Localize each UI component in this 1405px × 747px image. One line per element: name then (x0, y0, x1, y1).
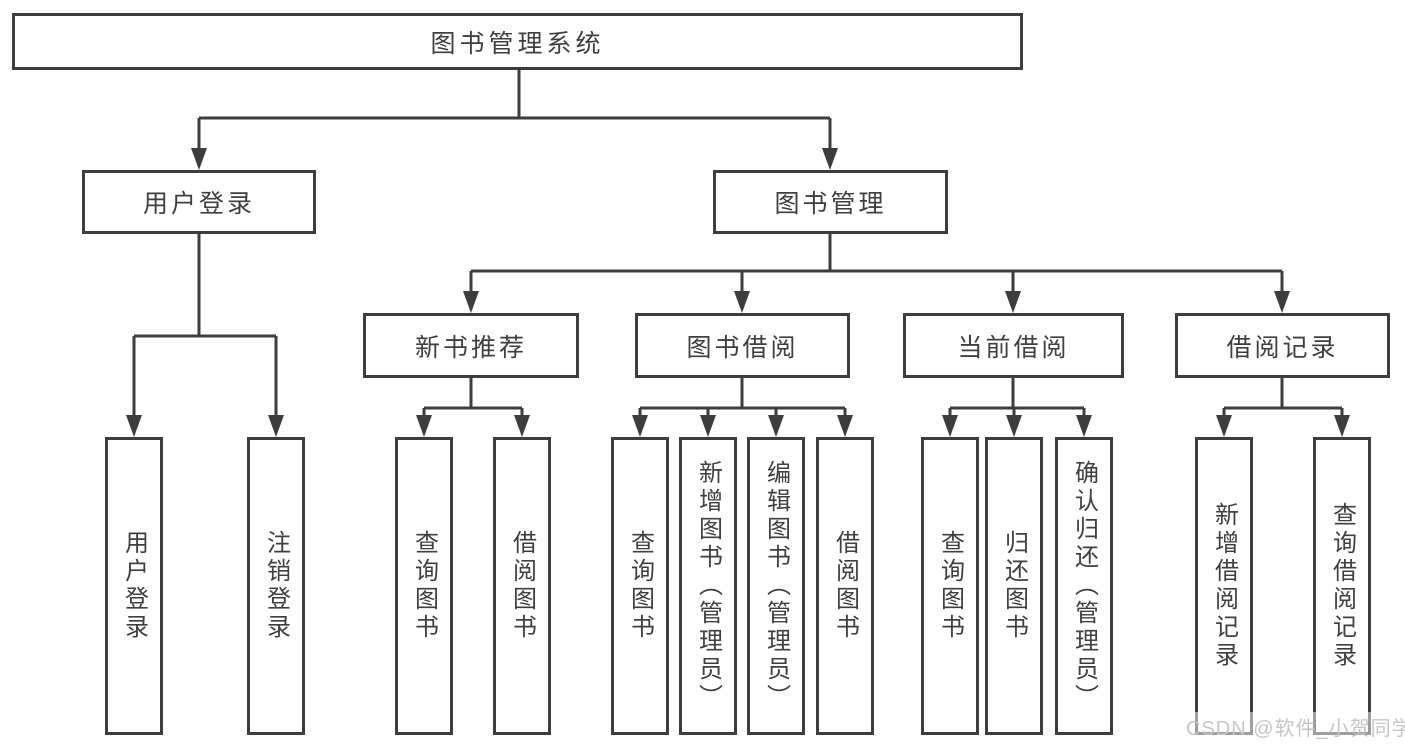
connector-book-management-branch (463, 234, 1290, 313)
csdn-watermark: CSDN @软件_小贺同学 (1183, 712, 1405, 743)
leaf-borrow-borrow-books: 借阅图书 (816, 437, 874, 735)
connector-current-borrow-branch (942, 378, 1092, 437)
leaf-current-return-books: 归还图书 (985, 437, 1043, 735)
leaf-borrow-query-books: 查询图书 (611, 437, 669, 735)
leaf-recommend-borrow-books: 借阅图书 (493, 437, 551, 735)
connector-new-book-recommend-branch (416, 378, 530, 437)
leaf-current-query-books: 查询图书 (921, 437, 979, 735)
leaf-borrow-add-books-admin: 新增图书（管理员） (679, 437, 737, 735)
leaf-current-confirm-return-admin: 确认归还（管理员） (1055, 437, 1113, 735)
node-user-login: 用户登录 (82, 170, 316, 234)
node-current-borrow: 当前借阅 (903, 313, 1124, 378)
node-borrow-records: 借阅记录 (1175, 313, 1390, 378)
connector-root-to-level2 (191, 70, 838, 170)
leaf-logout: 注销登录 (247, 437, 305, 735)
node-new-book-recommend: 新书推荐 (363, 313, 579, 378)
connector-borrow-records-branch (1216, 378, 1350, 437)
connector-user-login-branch (126, 234, 284, 437)
leaf-recommend-query-books: 查询图书 (395, 437, 453, 735)
connector-book-borrow-branch (632, 378, 853, 437)
leaf-user-login: 用户登录 (105, 437, 163, 735)
leaf-records-query-record: 查询借阅记录 (1313, 437, 1371, 735)
node-book-management: 图书管理 (713, 170, 948, 234)
leaf-records-add-record: 新增借阅记录 (1195, 437, 1253, 735)
leaf-borrow-edit-books-admin: 编辑图书（管理员） (747, 437, 805, 735)
node-book-borrow: 图书借阅 (635, 313, 850, 378)
node-library-management-system: 图书管理系统 (12, 13, 1023, 70)
